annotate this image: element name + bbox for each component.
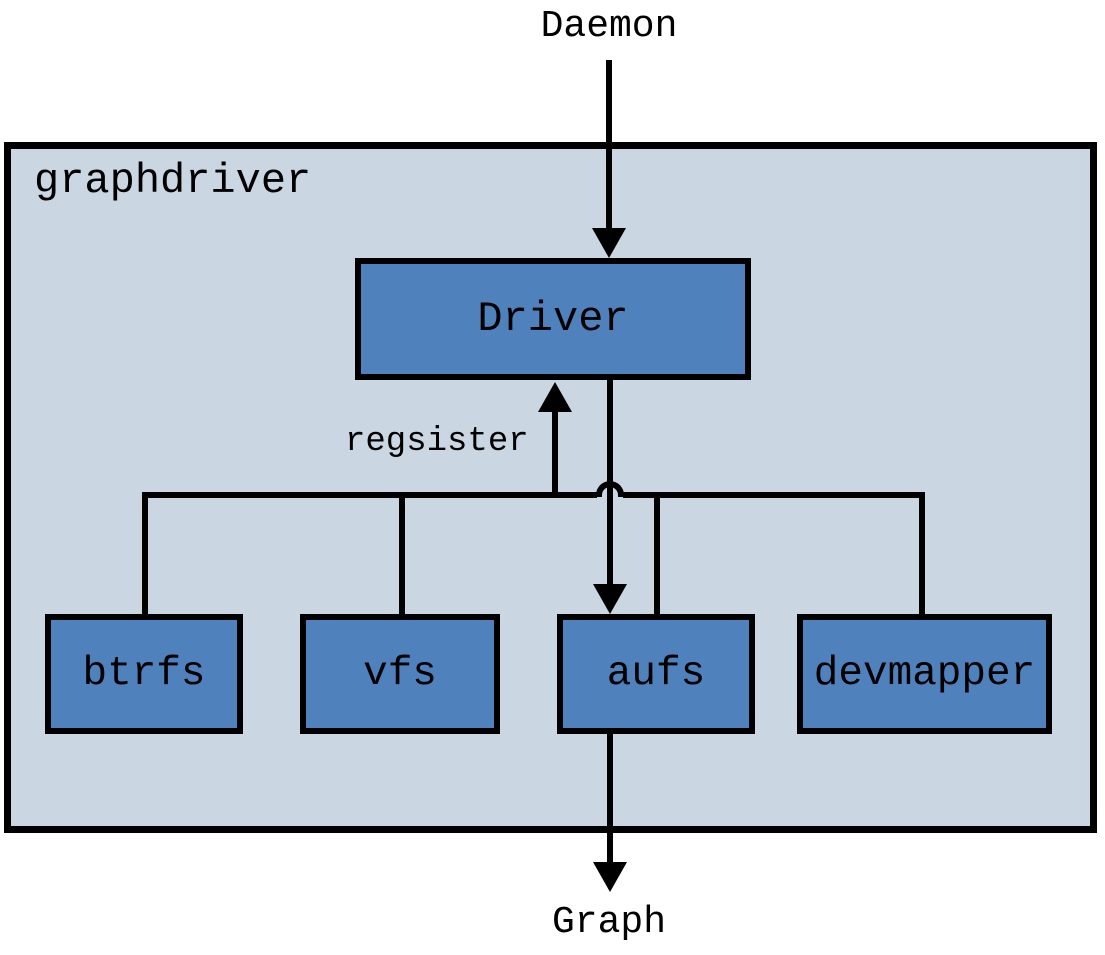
aufs-label: aufs: [606, 651, 706, 697]
register-arrow-line: [552, 410, 558, 498]
aufs-to-graph-arrow-line: [607, 734, 613, 862]
aufs-to-graph-arrowhead-icon: [593, 862, 627, 892]
graphdriver-label: graphdriver: [34, 157, 312, 205]
devmapper-connector-stub: [919, 492, 925, 616]
register-arrowhead-icon: [538, 382, 572, 412]
btrfs-connector-stub: [142, 492, 148, 616]
register-label: regsister: [345, 423, 529, 461]
node-btrfs: btrfs: [45, 614, 243, 734]
driver-to-aufs-arrowhead-icon: [593, 584, 627, 614]
daemon-to-driver-arrow-line: [606, 60, 612, 232]
vfs-connector-stub: [399, 492, 405, 616]
aufs-connector-stub: [654, 492, 660, 616]
driver-box: Driver: [355, 258, 751, 380]
daemon-label: Daemon: [540, 5, 678, 48]
node-aufs: aufs: [557, 614, 755, 734]
graph-label: Graph: [551, 901, 667, 944]
btrfs-label: btrfs: [82, 651, 206, 697]
connector-crossing-hop-icon: [596, 481, 624, 497]
node-devmapper: devmapper: [797, 614, 1052, 734]
driver-label: Driver: [477, 295, 629, 343]
daemon-to-driver-arrowhead-icon: [592, 228, 626, 258]
vfs-label: vfs: [363, 651, 437, 697]
drivers-connector-left: [142, 492, 597, 498]
drivers-connector-right: [623, 492, 925, 498]
node-vfs: vfs: [300, 614, 500, 734]
devmapper-label: devmapper: [813, 651, 1036, 697]
